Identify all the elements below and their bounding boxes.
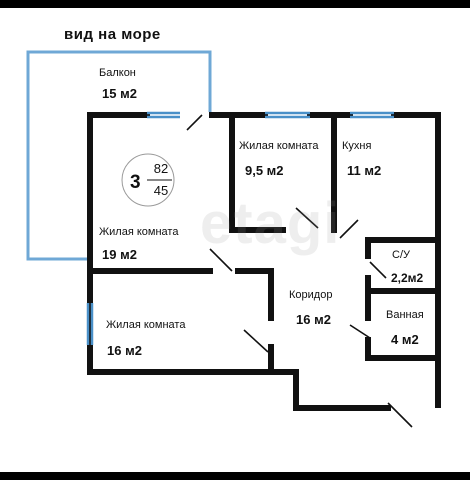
watermark: etagi	[200, 191, 341, 256]
balcony-outline	[26, 50, 212, 261]
balcony-area: 15 м2	[102, 86, 137, 101]
living-room-3-area: 16 м2	[107, 343, 142, 358]
living-room-2-area: 19 м2	[102, 247, 137, 262]
top-border	[0, 0, 470, 8]
living-room-1-name: Жилая комната	[239, 140, 319, 152]
bathroom-name: Ванная	[386, 309, 424, 321]
walls	[87, 112, 441, 411]
living-room-1-area: 9,5 м2	[245, 163, 284, 178]
bathroom-area: 4 м2	[391, 332, 419, 347]
sea-view-caption: вид на море	[64, 26, 161, 43]
living-room-2-name: Жилая комната	[99, 226, 179, 238]
apartment-badge	[121, 153, 175, 207]
balcony-name: Балкон	[99, 67, 136, 79]
room-count: 3	[130, 172, 141, 193]
wc-area: 2,2м2	[391, 271, 424, 285]
corridor-name: Коридор	[289, 289, 333, 301]
living-area: 45	[153, 183, 169, 198]
wc-name: С/У	[392, 249, 410, 261]
kitchen-name: Кухня	[342, 140, 372, 152]
kitchen-area: 11 м2	[347, 163, 382, 178]
bottom-border	[0, 472, 470, 480]
doors	[186, 114, 413, 428]
living-room-3-name: Жилая комната	[106, 319, 186, 331]
windows	[86, 111, 394, 345]
total-area: 82	[153, 161, 169, 176]
corridor-area: 16 м2	[296, 312, 331, 327]
